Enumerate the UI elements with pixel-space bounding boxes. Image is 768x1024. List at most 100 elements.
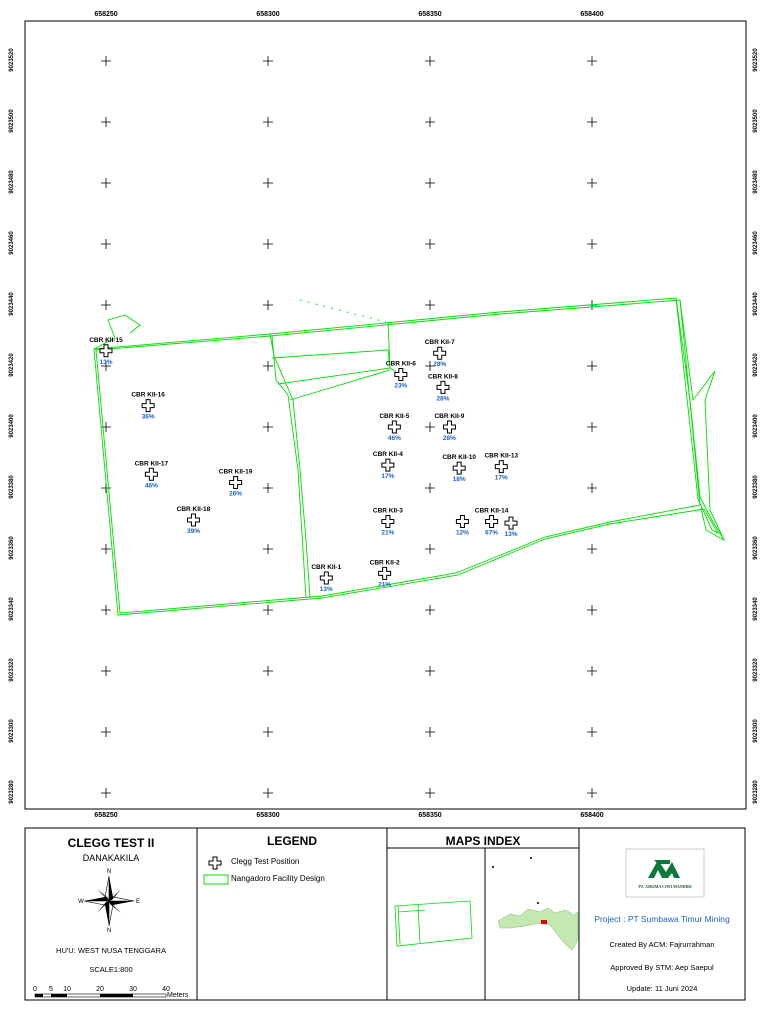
- grid-cross: [263, 56, 273, 66]
- cross-icon: [186, 513, 200, 527]
- point-id-label: CBR KII-9: [434, 413, 464, 420]
- grid-cross: [425, 56, 435, 66]
- point-value-label: 36%: [142, 414, 155, 421]
- grid-cross: [587, 605, 597, 615]
- compass-w: W: [78, 899, 84, 905]
- point-id-label: CBR KII-5: [379, 413, 409, 420]
- legend-panel: LEGEND Clegg Test Position Nangadoro Fac…: [197, 828, 387, 1000]
- clegg-point: CBR KII-7 28%: [425, 339, 455, 368]
- point-value-label: 39%: [187, 528, 200, 535]
- cross-icon: [378, 566, 392, 580]
- cross-icon: [442, 420, 456, 434]
- grid-cross: [263, 422, 273, 432]
- scalebar-unit: Meters: [167, 992, 189, 999]
- coord-bottom-3: 658350: [418, 812, 442, 819]
- clegg-point: CBR KII-9 28%: [434, 413, 464, 442]
- coord-side-label: 9023320: [9, 658, 15, 682]
- coord-side-label: 9023400: [753, 414, 759, 438]
- point-id-label: CBR KII-8: [428, 373, 458, 380]
- grid-cross: [101, 361, 111, 371]
- maps-index-panel: MAPS INDEX: [387, 828, 579, 848]
- clegg-point: CBR KII-828%: [428, 373, 458, 402]
- coord-side-label: 9023360: [753, 536, 759, 560]
- grid-cross: [587, 727, 597, 737]
- clegg-point: CBR KII-113%: [311, 564, 341, 593]
- point-value-label: 12%: [456, 530, 469, 537]
- grid-cross: [263, 727, 273, 737]
- clegg-point: CBR KII-546%: [379, 413, 409, 442]
- coord-side-label: 9023460: [753, 231, 759, 255]
- legend-polygon-icon: [203, 874, 229, 885]
- point-value-label: 28%: [443, 435, 456, 442]
- compass-e: E: [136, 899, 140, 905]
- clegg-point: CBR KII-221%: [370, 559, 400, 588]
- coord-side-label: 9023460: [9, 231, 15, 255]
- map-subtitle: DANAKAKILA: [82, 853, 140, 863]
- clegg-point: 12%: [455, 515, 469, 537]
- point-value-label: 67%: [485, 530, 498, 537]
- grid-cross: [425, 239, 435, 249]
- coord-side-label: 9023480: [9, 170, 15, 194]
- grid-cross: [101, 117, 111, 127]
- coord-bottom-1: 658250: [94, 812, 118, 819]
- coord-bottom-2: 658300: [256, 812, 280, 819]
- cross-icon: [394, 368, 408, 382]
- cross-icon: [99, 344, 113, 358]
- coord-side-label: 9023520: [9, 48, 15, 72]
- facility-design: [93, 297, 726, 616]
- grid-cross: [425, 422, 435, 432]
- coord-side-label: 9023300: [753, 719, 759, 743]
- point-value-label: 13%: [99, 359, 112, 366]
- coord-side-label: 9023300: [9, 719, 15, 743]
- coord-side-label: 9023320: [753, 658, 759, 682]
- grid-cross: [101, 544, 111, 554]
- legend-item-facility: Nangadoro Facility Design: [231, 874, 325, 883]
- clegg-point: CBR KII-623%: [386, 361, 416, 390]
- coord-side-label: 9023360: [9, 536, 15, 560]
- title-panel: CLEGG TEST II DANAKAKILA HU'U: WEST NUSA…: [25, 828, 197, 1000]
- grid-cross: [263, 544, 273, 554]
- point-id-label: CBR KII-6: [386, 361, 416, 368]
- coord-top-1: 658250: [94, 11, 118, 18]
- scale-tick-label: 40: [162, 986, 170, 993]
- maps-index-title: MAPS INDEX: [445, 834, 521, 848]
- point-value-label: 26%: [229, 491, 242, 498]
- logo-text: PT. ASKIMA CIWI MANDIRI: [638, 884, 692, 889]
- cross-icon: [387, 420, 401, 434]
- grid-cross: [587, 788, 597, 798]
- cross-icon: [504, 516, 518, 530]
- grid-cross: [425, 117, 435, 127]
- project-text: Project : PT Sumbawa Timur Mining: [594, 914, 730, 924]
- point-id-label: CBR KII-4: [373, 451, 403, 458]
- point-value-label: 21%: [378, 581, 391, 588]
- coord-side-label: 9023480: [753, 170, 759, 194]
- point-value-label: 17%: [381, 473, 394, 480]
- map-border: [24, 20, 747, 810]
- grid-cross: [263, 483, 273, 493]
- point-id-label: CBR KII-17: [135, 460, 169, 467]
- coord-side-label: 9023500: [753, 109, 759, 133]
- grid-cross: [425, 544, 435, 554]
- scale-tick-label: 10: [63, 986, 71, 993]
- cross-icon: [485, 515, 499, 529]
- coord-side-label: 9023340: [753, 597, 759, 621]
- grid-cross: [425, 727, 435, 737]
- coord-side-label: 9023420: [9, 353, 15, 377]
- grid-cross: [263, 788, 273, 798]
- cross-icon: [436, 380, 450, 394]
- point-value-label: 17%: [495, 475, 508, 482]
- coord-top-4: 658400: [580, 11, 604, 18]
- point-id-label: CBR KII-7: [425, 339, 455, 346]
- index-map-site: [394, 900, 473, 947]
- scale-bar: [34, 993, 167, 998]
- point-value-label: 18%: [453, 476, 466, 483]
- grid-cross: [587, 117, 597, 127]
- point-value-label: 28%: [433, 361, 446, 368]
- cross-icon: [455, 515, 469, 529]
- grid-cross: [101, 727, 111, 737]
